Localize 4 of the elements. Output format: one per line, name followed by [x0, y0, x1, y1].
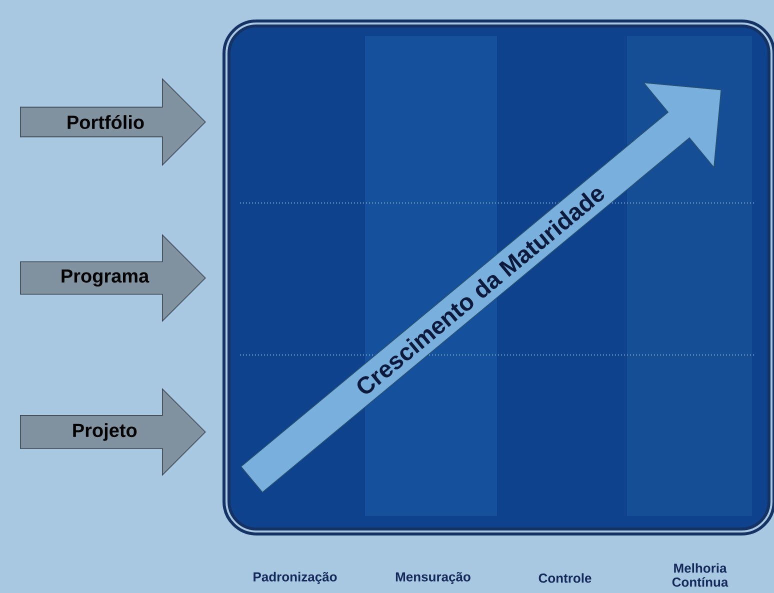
axis-label: Melhoria Contínua	[672, 563, 728, 587]
axis-label: Controle	[538, 573, 592, 583]
axis-label: Padronização	[254, 572, 337, 584]
axis-label: Mensuração	[396, 572, 470, 584]
